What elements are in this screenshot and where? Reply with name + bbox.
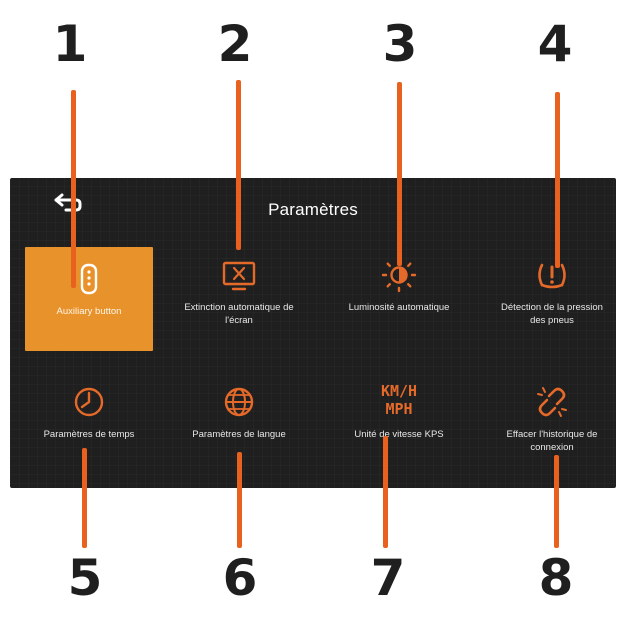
leader-line-8 <box>554 455 559 548</box>
tile-auto-screen-off[interactable]: Extinction automatique de l'écran <box>175 247 303 351</box>
tile-label: Auxiliary button <box>56 306 122 317</box>
globe-icon <box>224 387 254 417</box>
callout-number-2: 2 <box>217 15 253 73</box>
tile-language-settings[interactable]: Paramètres de langue <box>175 374 303 478</box>
leader-line-6 <box>237 452 242 548</box>
tile-speed-unit[interactable]: KM/H MPH Unité de vitesse KPS <box>335 374 463 478</box>
tile-auxiliary-button[interactable]: Auxiliary button <box>25 247 153 351</box>
callout-number-3: 3 <box>382 15 418 73</box>
callout-number-7: 7 <box>370 549 406 607</box>
tile-label: Extinction automatique de l'écran <box>184 302 294 326</box>
leader-line-1 <box>71 90 76 288</box>
broken-link-icon <box>537 387 567 417</box>
remote-control-icon <box>80 263 98 295</box>
leader-line-4 <box>555 92 560 268</box>
speed-unit-kmh-text: KM/H <box>380 382 418 400</box>
tile-label: Unité de vitesse KPS <box>354 429 444 440</box>
leader-line-7 <box>383 436 388 548</box>
leader-line-3 <box>397 82 402 266</box>
tile-label: Luminosité automatique <box>348 302 450 313</box>
settings-screen: Paramètres Auxiliary button Extinction a… <box>10 178 616 488</box>
tile-tire-pressure[interactable]: Détection de la pression des pneus <box>488 247 616 351</box>
callout-number-6: 6 <box>222 549 258 607</box>
tile-label: Paramètres de langue <box>192 429 286 440</box>
tile-label: Effacer l'historique de connexion <box>506 429 598 453</box>
leader-line-2 <box>236 80 241 250</box>
callout-number-4: 4 <box>537 15 573 73</box>
clock-icon <box>74 387 104 417</box>
callout-number-8: 8 <box>538 549 574 607</box>
speed-unit-mph-text: MPH <box>385 400 413 418</box>
callout-number-5: 5 <box>67 549 103 607</box>
screen-off-icon <box>222 261 256 291</box>
tire-pressure-warning-icon <box>538 263 566 289</box>
leader-line-5 <box>82 448 87 548</box>
back-arrow-icon[interactable] <box>52 192 82 214</box>
tile-label: Détection de la pression des pneus <box>501 302 603 326</box>
tile-time-settings[interactable]: Paramètres de temps <box>25 374 153 478</box>
tile-label: Paramètres de temps <box>43 429 135 440</box>
tile-clear-connection-history[interactable]: Effacer l'historique de connexion <box>488 374 616 478</box>
screen-title: Paramètres <box>268 200 358 219</box>
callout-number-1: 1 <box>52 15 88 73</box>
speed-unit-icon: KM/H MPH <box>335 374 463 422</box>
